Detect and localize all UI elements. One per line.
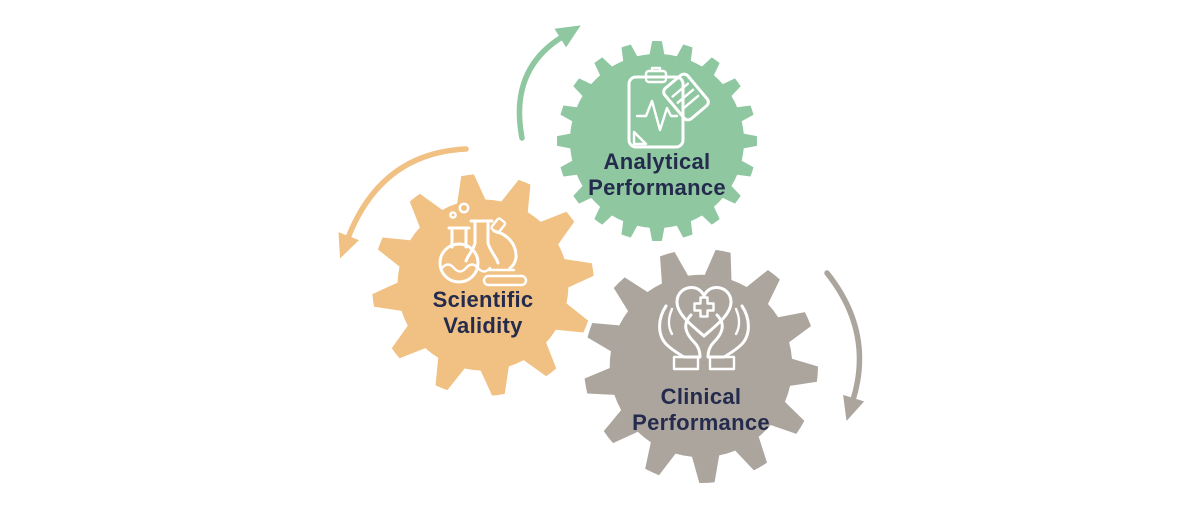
liquid-wave [440,263,492,273]
hands-heart-icon [658,286,750,371]
gear-body [372,174,594,396]
flasks-microscope-icon [438,202,528,287]
gear-label-line: Analytical [604,149,711,174]
gear-label-line: Validity [443,313,523,338]
gear-clinical-performance: Clinical Performance [584,249,818,484]
round-flask-bowl [438,242,480,284]
left-hand-finger-line [667,307,674,336]
clipboard-clip [644,69,668,84]
right-hand [706,304,750,359]
clipboard-board [627,75,685,149]
clipboard-pulse-icon [627,66,710,149]
right-hand-finger-line [734,307,741,336]
gray-cycle-arrow [824,270,865,422]
orange-cycle-arrow [338,146,469,259]
left-cuff [672,355,700,371]
note-lines [671,82,700,110]
left-hand [658,304,702,359]
microscope-arm [492,229,518,270]
microscope-base [482,274,528,287]
gear-label-line: Scientific [433,287,534,312]
bubble-large [458,202,470,214]
gear-scientific-validity: Scientific Validity [372,174,594,396]
pulse-line [635,99,679,132]
medical-cross [693,296,715,318]
green-cycle-arrow [516,25,581,141]
flask-side-left [464,219,477,263]
gear-body [584,249,818,484]
right-cuff [708,355,736,371]
heart-outline [675,286,733,338]
note-sheet [662,72,710,122]
gear-analytical-performance: Analytical Performance [557,41,757,241]
clipboard-clip-knob [650,66,662,73]
corner-fold [632,130,648,146]
gear-label-line: Performance [632,410,770,435]
gear-body [557,41,757,241]
gear-label-line: Performance [588,175,726,200]
bubble-small [449,211,457,219]
gear-label-line: Clinical [661,384,742,409]
flask-side-right [486,219,500,265]
